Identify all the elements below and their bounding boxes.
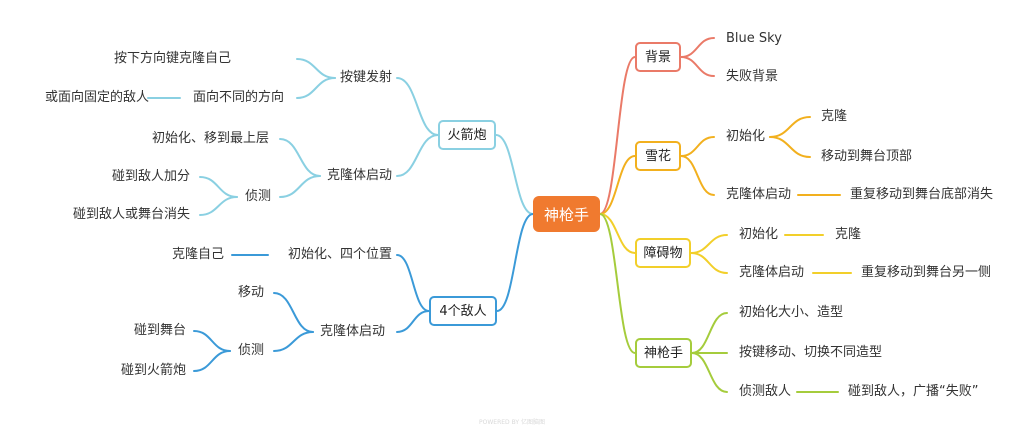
label-gunner-broadcast[interactable]: 碰到敌人，广播“失败” <box>848 384 979 399</box>
edge-key-clone <box>296 58 336 79</box>
label-face-direction[interactable]: 面向不同的方向 <box>192 90 284 105</box>
label-obstacle-clone[interactable]: 克隆 <box>835 227 862 242</box>
label-rocket-init[interactable]: 初始化、移到最上层 <box>151 131 269 146</box>
label-snow-clone-start[interactable]: 克隆体启动 <box>726 187 792 202</box>
edge-root-gunner <box>599 213 636 354</box>
label-face-enemy[interactable]: 或面向固定的敌人 <box>44 90 149 105</box>
edge-obs-clone <box>690 252 728 274</box>
edge-detect-score <box>199 176 238 198</box>
edge-gun-init <box>691 312 728 354</box>
edge-detect-vanish <box>199 196 238 216</box>
label-hit-disappear[interactable]: 碰到敌人或舞台消失 <box>72 207 190 222</box>
node-rocket[interactable]: 火箭炮 <box>438 120 496 150</box>
edge-obs-init <box>690 234 728 254</box>
label-enemy-move[interactable]: 移动 <box>237 285 264 300</box>
edge-bg-bluesky <box>680 37 715 58</box>
edge-clone-init <box>279 138 321 177</box>
label-hit-stage[interactable]: 碰到舞台 <box>133 323 186 338</box>
edge-enemy-clone <box>396 310 430 333</box>
edge-rocket-key <box>396 77 439 136</box>
label-enemy-init[interactable]: 初始化、四个位置 <box>287 247 392 262</box>
label-rocket-detect[interactable]: 侦测 <box>244 189 271 204</box>
watermark: POWERED BY 亿图脑图 <box>479 419 545 426</box>
node-background[interactable]: 背景 <box>635 42 681 72</box>
node-snow[interactable]: 雪花 <box>635 141 681 171</box>
label-enemy-detect[interactable]: 侦测 <box>237 343 264 358</box>
label-enemy-clone-self[interactable]: 克隆自己 <box>171 247 224 262</box>
label-obstacle-move-side[interactable]: 重复移动到舞台另一侧 <box>861 265 992 280</box>
edge-snow-init <box>680 136 715 157</box>
edge-enemy-init <box>396 254 430 312</box>
label-snow-move-top[interactable]: 移动到舞台顶部 <box>821 149 913 164</box>
node-gunner[interactable]: 神枪手 <box>635 338 692 368</box>
edge-root-snow <box>599 155 636 215</box>
edge-bg-fail <box>680 56 715 77</box>
edge-enemy-move <box>273 292 314 333</box>
edge-snow-init-move <box>769 136 811 158</box>
edge-root-rocket <box>495 134 534 215</box>
label-enemy-clone-start[interactable]: 克隆体启动 <box>319 324 385 339</box>
edge-enemy-detect <box>273 331 314 352</box>
node-obstacle[interactable]: 障碍物 <box>635 238 691 268</box>
label-obstacle-clone-start[interactable]: 克隆体启动 <box>739 265 805 280</box>
edge-gun-detect <box>691 352 728 393</box>
edge-snow-init-clone <box>769 116 811 138</box>
node-enemies[interactable]: 4个敌人 <box>429 296 497 326</box>
label-gunner-init[interactable]: 初始化大小、造型 <box>739 305 844 320</box>
label-snow-clone[interactable]: 克隆 <box>821 109 848 124</box>
edge-snow-clone <box>680 155 715 196</box>
root-node[interactable]: 神枪手 <box>533 196 600 232</box>
edge-clone-detect <box>279 175 321 198</box>
label-fail-background[interactable]: 失败背景 <box>726 69 779 84</box>
label-obstacle-init[interactable]: 初始化 <box>739 227 779 242</box>
edge-root-background <box>599 56 636 215</box>
label-hit-enemy-score[interactable]: 碰到敌人加分 <box>111 169 190 184</box>
label-key-clone[interactable]: 按下方向键克隆自己 <box>113 51 231 66</box>
label-hit-rocket[interactable]: 碰到火箭炮 <box>120 363 186 378</box>
label-gunner-detect[interactable]: 侦测敌人 <box>739 384 792 399</box>
edge-root-obstacle <box>599 213 636 254</box>
label-key-fire[interactable]: 按键发射 <box>339 70 392 85</box>
edge-key-face <box>296 77 336 99</box>
edge-rocket-clone <box>396 134 439 177</box>
label-blue-sky[interactable]: Blue Sky <box>726 31 782 46</box>
label-rocket-clone-start[interactable]: 克隆体启动 <box>326 168 392 183</box>
edge-detect-stage <box>193 330 231 352</box>
label-snow-init[interactable]: 初始化 <box>726 129 766 144</box>
edge-root-enemies <box>496 213 534 312</box>
label-gunner-keys[interactable]: 按键移动、切换不同造型 <box>739 345 883 360</box>
edge-detect-rocket <box>193 350 231 372</box>
label-snow-move-bottom[interactable]: 重复移动到舞台底部消失 <box>850 187 994 202</box>
